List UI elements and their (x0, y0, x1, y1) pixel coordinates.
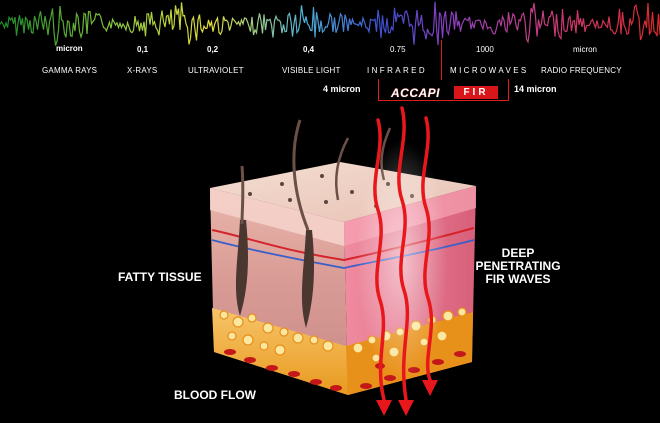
label-deep-line3: FIR WAVES (485, 272, 551, 286)
scale-0-4: 0,4 (303, 45, 315, 54)
fir-range-bracket (378, 79, 509, 101)
band-infrared: INFRARED (367, 66, 428, 75)
band-x-rays: X-RAYS (127, 66, 158, 75)
label-fatty-tissue: FATTY TISSUE (118, 270, 202, 284)
scale-micron-left: micron (56, 44, 83, 53)
scale-0-1: 0,1 (137, 45, 149, 54)
skin-cross-section (210, 106, 476, 416)
label-deep-penetrating: DEEP PENETRATING FIR WAVES (468, 247, 568, 286)
range-start-label: 4 micron (323, 84, 361, 94)
label-blood-flow: BLOOD FLOW (174, 388, 256, 402)
brand-fir-badge: FIR (454, 86, 498, 99)
band-visible-light: VISIBLE LIGHT (282, 66, 341, 75)
scale-0-2: 0,2 (207, 45, 219, 54)
band-ultraviolet: ULTRAVIOLET (188, 66, 244, 75)
scale-1000: 1000 (476, 45, 494, 54)
band-gamma-rays: GAMMA RAYS (42, 66, 98, 75)
band-radio-frequency: RADIO FREQUENCY (541, 66, 622, 75)
hair-follicles (235, 119, 392, 328)
brand-logo: ACCAPI (391, 86, 441, 100)
wave-arrowheads (376, 380, 438, 416)
band-microwaves: MICROWAVES (450, 66, 529, 75)
scale-0-75: 0.75 (390, 45, 406, 54)
label-deep-line2: PENETRATING (475, 259, 561, 273)
range-pointer-line (441, 40, 442, 80)
fir-waves (373, 106, 434, 402)
scale-micron-right: micron (573, 45, 598, 54)
range-end-label: 14 micron (514, 84, 557, 94)
label-deep-line1: DEEP (501, 246, 535, 260)
spectrum-waveform (0, 1, 660, 46)
